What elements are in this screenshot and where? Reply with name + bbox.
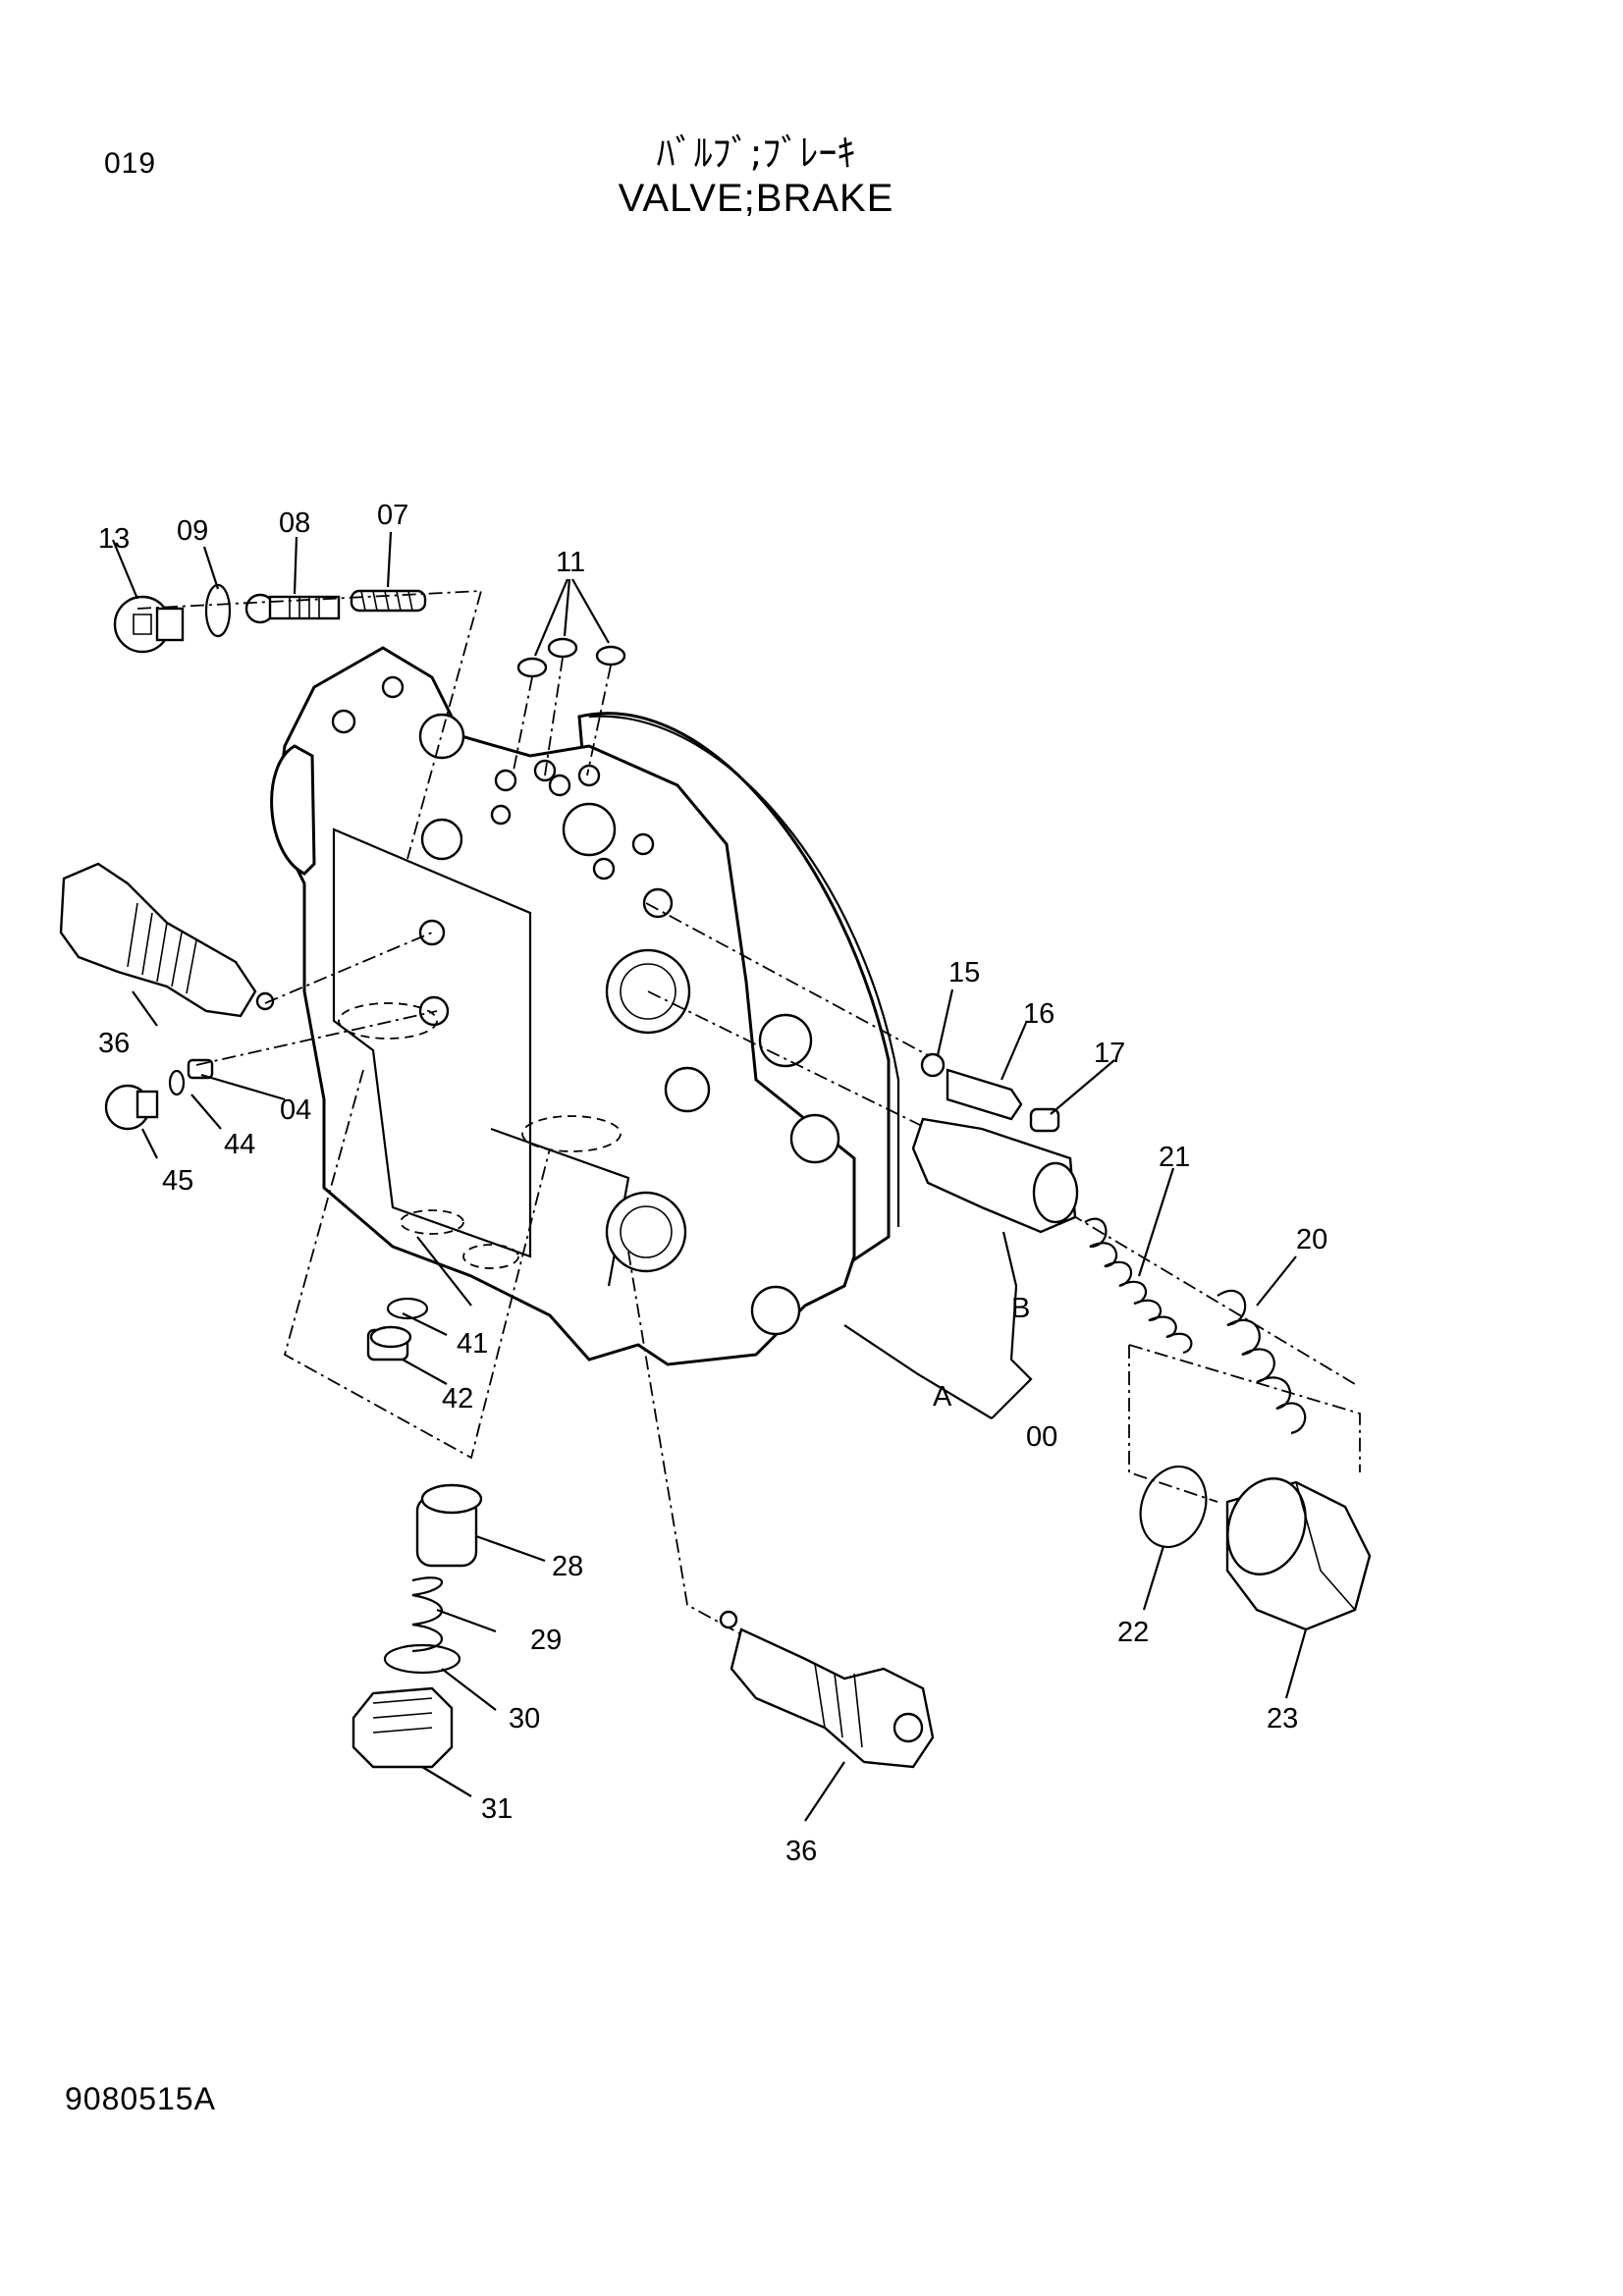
part-09-o-ring <box>204 583 232 638</box>
callout-36-left: 36 <box>98 1028 130 1059</box>
part-11-plugs <box>512 578 626 776</box>
callout-31: 31 <box>481 1793 513 1825</box>
callout-09: 09 <box>177 515 208 547</box>
part-36-relief-valve-left <box>59 862 275 1018</box>
callout-A: A <box>933 1381 952 1413</box>
callout-30: 30 <box>509 1703 540 1735</box>
callout-00: 00 <box>1026 1421 1057 1453</box>
callout-15: 15 <box>948 957 980 988</box>
part-22-snap-ring <box>1139 1465 1208 1549</box>
part-13-plug <box>113 595 185 654</box>
part-08-spool <box>244 593 341 624</box>
part-04-screw <box>187 1058 214 1080</box>
callout-28: 28 <box>552 1551 583 1582</box>
callout-04: 04 <box>280 1095 311 1126</box>
callout-45: 45 <box>162 1165 193 1197</box>
title-japanese: ﾊﾞﾙﾌﾞ;ﾌﾞﾚｰｷ <box>656 132 856 175</box>
part-21-spring <box>1084 1217 1193 1355</box>
part-30-o-ring <box>383 1643 461 1675</box>
callout-11: 11 <box>556 547 585 578</box>
callout-08: 08 <box>279 507 310 539</box>
part-42-plug <box>366 1325 412 1362</box>
title-english: VALVE;BRAKE <box>618 177 894 220</box>
callout-07: 07 <box>377 500 408 531</box>
document-code: 9080515A <box>65 2081 216 2116</box>
callout-16: 16 <box>1023 998 1055 1030</box>
part-spool-b <box>911 1117 1079 1234</box>
callout-36-bottom: 36 <box>785 1836 817 1867</box>
callout-22: 22 <box>1117 1617 1149 1648</box>
part-23-plug <box>1225 1477 1372 1631</box>
page-number: 019 <box>104 147 157 180</box>
callout-42: 42 <box>442 1383 473 1415</box>
part-28-piston <box>415 1483 483 1568</box>
callout-21: 21 <box>1159 1142 1190 1173</box>
callout-44: 44 <box>224 1129 255 1160</box>
callout-20: 20 <box>1296 1224 1327 1255</box>
part-17-screw <box>1029 1107 1060 1133</box>
part-31-plug <box>352 1686 454 1769</box>
part-44-ring <box>168 1069 186 1096</box>
part-20-spring <box>1217 1289 1307 1435</box>
callout-29: 29 <box>530 1625 562 1656</box>
part-15-ball <box>920 1052 946 1078</box>
part-36-relief-valve-bottom <box>719 1610 935 1769</box>
callout-23: 23 <box>1267 1703 1298 1735</box>
valve-body <box>270 646 900 1366</box>
callout-13: 13 <box>98 523 130 555</box>
part-16-pin <box>946 1068 1023 1121</box>
part-41-o-ring <box>386 1297 429 1320</box>
part-29-spring <box>411 1576 444 1653</box>
part-45-plug <box>104 1084 159 1131</box>
callout-B: B <box>1011 1293 1030 1324</box>
callout-17: 17 <box>1094 1038 1125 1069</box>
callout-41: 41 <box>457 1328 488 1360</box>
